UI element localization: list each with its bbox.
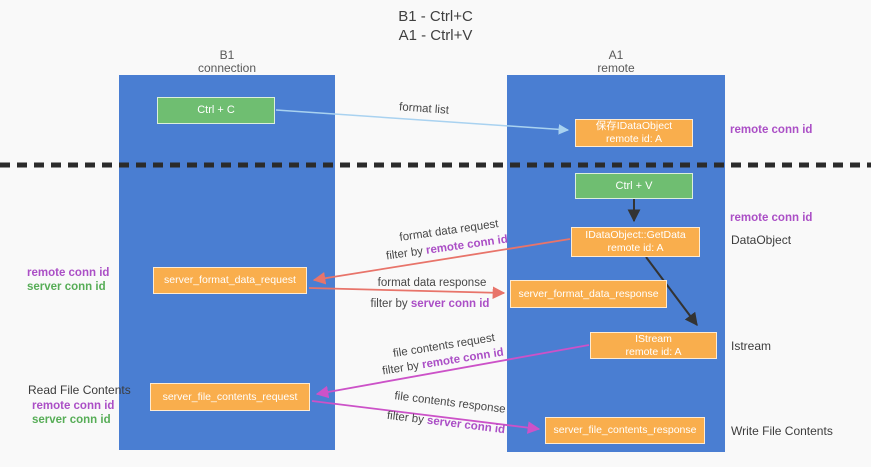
edge-label-format-list: format list (398, 101, 450, 117)
diagram-title: B1 - Ctrl+C A1 - Ctrl+V (0, 7, 871, 45)
edge-label-format-response-filter: filter by server conn id (371, 298, 490, 310)
lane-header-a1: A1 remote (507, 49, 725, 75)
lane-a1-title: A1 (608, 48, 624, 62)
filter-by-text: filter by (385, 245, 424, 263)
title-line-2: A1 - Ctrl+V (398, 27, 473, 44)
node-save-idataobject: 保存IDataObject remote id: A (575, 119, 693, 147)
label-write-file-contents: Write File Contents (731, 424, 833, 438)
node-server-file-contents-request-label: server_file_contents_request (162, 390, 298, 403)
node-ctrl-c-label: Ctrl + C (197, 104, 235, 116)
lane-b1-title: B1 (219, 48, 235, 62)
label-remote-conn-id-right-top: remote conn id (730, 124, 813, 136)
label-remote-conn-id-left-1: remote conn id (27, 267, 110, 279)
left-conn-id-group-2: remote conn id server conn id (32, 399, 114, 427)
node-istream: IStream remote id: A (590, 332, 717, 359)
filter-by-text: filter by (381, 359, 420, 378)
node-ctrl-v: Ctrl + V (575, 173, 693, 199)
node-getdata-line2: remote id: A (607, 242, 664, 254)
node-save-idataobject-line2: remote id: A (605, 133, 663, 145)
node-ctrl-c: Ctrl + C (157, 97, 275, 124)
label-remote-conn-id-right-mid: remote conn id (730, 212, 813, 224)
node-server-format-data-response-label: server_format_data_response (518, 287, 659, 300)
node-getdata: IDataObject::GetData remote id: A (571, 227, 700, 257)
filter-by-text: filter by (370, 298, 408, 310)
node-server-format-data-response: server_format_data_response (510, 280, 667, 308)
node-istream-line2: remote id: A (625, 345, 682, 358)
title-line-1: B1 - Ctrl+C (398, 8, 473, 25)
label-istream: Istream (731, 339, 772, 353)
server-conn-id-text: server conn id (426, 414, 506, 437)
label-read-file-contents: Read File Contents (28, 383, 131, 397)
node-save-idataobject-line1: 保存IDataObject (595, 120, 673, 132)
node-getdata-line1: IDataObject::GetData (585, 229, 686, 241)
lane-a1-subtitle: remote (597, 61, 635, 75)
node-istream-line1: IStream (635, 332, 672, 345)
node-server-file-contents-response-label: server_file_contents_response (553, 424, 697, 436)
label-dataobject: DataObject (731, 233, 792, 247)
lane-header-b1: B1 connection (119, 49, 335, 75)
node-server-format-data-request-label: server_format_data_request (164, 274, 296, 286)
label-server-conn-id-left-1: server conn id (27, 281, 106, 293)
label-server-conn-id-left-2: server conn id (32, 414, 111, 426)
node-server-file-contents-request: server_file_contents_request (150, 383, 310, 411)
label-remote-conn-id-left-2: remote conn id (32, 400, 115, 412)
node-server-format-data-request: server_format_data_request (153, 267, 307, 294)
edge-label-format-data-response: format data response (377, 277, 487, 289)
node-ctrl-v-label: Ctrl + V (615, 179, 653, 192)
server-conn-id-text: server conn id (410, 298, 490, 310)
filter-by-text: filter by (386, 409, 425, 427)
left-conn-id-group-1: remote conn id server conn id (27, 266, 109, 294)
node-server-file-contents-response: server_file_contents_response (545, 417, 705, 444)
lane-b1-subtitle: connection (197, 61, 257, 75)
